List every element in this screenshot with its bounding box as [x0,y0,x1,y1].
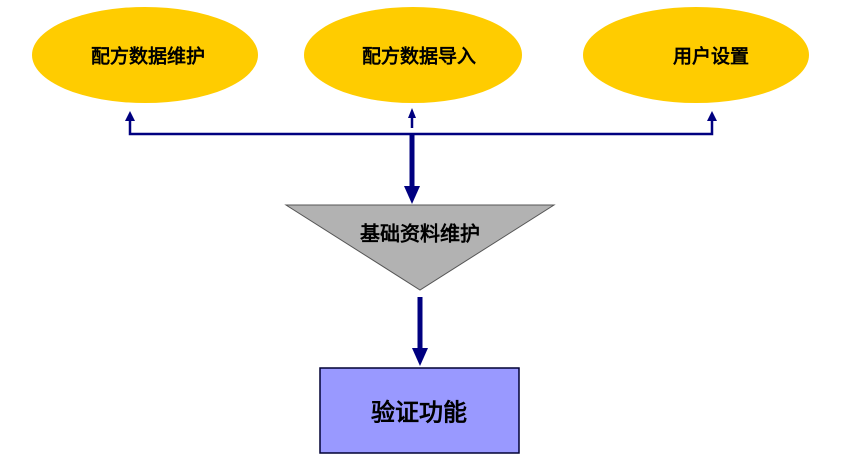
ellipse-recipe-import [304,7,522,103]
ellipse-recipe-maintenance [32,7,258,103]
arrow-up-recipe-import [408,108,416,118]
connector-bus [128,118,714,136]
arrow-down-hub [404,186,420,204]
label-user-settings: 用户设置 [672,45,750,68]
label-recipe-maintenance: 配方数据维护 [90,45,206,68]
ellipse-user-settings [583,7,809,103]
label-basic-data-maintenance: 基础资料维护 [360,221,480,246]
arrow-up-recipe-maintenance [125,111,135,121]
arrow-up-user-settings [707,111,717,121]
arrow-down-verify [412,348,428,366]
triangle-basic-data-maintenance [284,204,556,291]
label-recipe-import: 配方数据导入 [361,45,477,68]
label-verify-function: 验证功能 [371,398,467,427]
box-verify-function [319,367,520,454]
